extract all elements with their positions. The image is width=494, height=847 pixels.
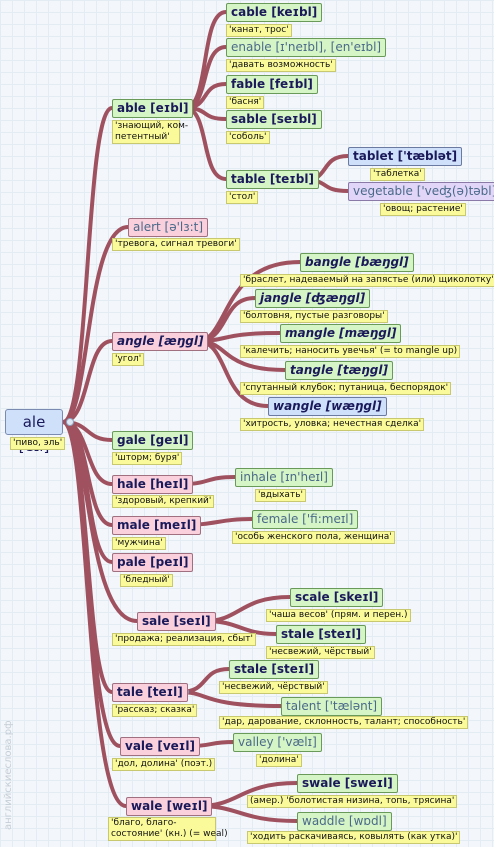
waddle-translation: 'ходить раскачиваясь, ковылять (как утка… bbox=[247, 831, 461, 844]
pale-translation: 'бледный' bbox=[120, 574, 173, 587]
mangle-translation: 'калечить; наносить увечья' (= to mangle… bbox=[240, 345, 461, 358]
hale-translation: 'здоровый, крепкий' bbox=[112, 495, 215, 508]
node-cable[interactable]: cable [keɪbl] bbox=[226, 3, 323, 22]
node-fable[interactable]: fable [feɪbl] bbox=[226, 75, 318, 94]
cable-translation: 'канат, трос' bbox=[226, 24, 292, 37]
node-alert[interactable]: alert [ə'lɜ:t] bbox=[128, 218, 209, 237]
node-female[interactable]: female ['fi:meɪl] bbox=[252, 510, 359, 529]
tangle-translation: 'спутанный клубок; путаница, беспорядок' bbox=[240, 382, 452, 395]
node-wangle[interactable]: wangle [wæŋgl] bbox=[268, 397, 387, 416]
node-jangle[interactable]: jangle [ʤæŋgl] bbox=[255, 289, 371, 308]
node-inhale[interactable]: inhale [ɪn'heɪl] bbox=[235, 468, 333, 487]
tale-translation: 'рассказ; сказка' bbox=[112, 704, 198, 717]
root-translation: 'пиво, эль' bbox=[10, 437, 66, 450]
enable-translation: 'давать возможность' bbox=[226, 59, 336, 72]
vegetable-translation: 'овощ; растение' bbox=[380, 203, 466, 216]
node-vale[interactable]: vale [veɪl] bbox=[120, 737, 200, 756]
node-tablet[interactable]: tablet ['tæblət] bbox=[348, 147, 463, 166]
male-translation: 'мужчина' bbox=[112, 537, 166, 550]
root-node[interactable]: ale [eɪl] bbox=[5, 409, 63, 455]
valley-translation: 'долина' bbox=[256, 754, 302, 767]
alert-translation: 'тревога, сигнал тревоги' bbox=[112, 238, 240, 251]
node-tale[interactable]: tale [teɪl] bbox=[112, 683, 188, 702]
node-bangle[interactable]: bangle [bæŋgl] bbox=[300, 253, 414, 272]
bangle-translation: 'браслет, надеваемый на запястье (или) щ… bbox=[240, 274, 494, 287]
swale-translation: (амер.) 'болотистая низина, топь, трясин… bbox=[247, 795, 458, 808]
jangle-translation: 'болтовня, пустые разговоры' bbox=[240, 310, 388, 323]
node-sale[interactable]: sale [seɪl] bbox=[137, 612, 216, 631]
node-stale-1[interactable]: stale [steɪl] bbox=[276, 625, 367, 644]
scale-translation: 'чаша весов' (прям. и перен.) bbox=[266, 609, 411, 622]
node-gale[interactable]: gale [geɪl] bbox=[112, 431, 194, 450]
node-mangle[interactable]: mangle [mæŋgl] bbox=[280, 324, 402, 343]
fable-translation: 'басня' bbox=[226, 96, 265, 109]
sable-translation: 'соболь' bbox=[226, 131, 270, 144]
node-vegetable[interactable]: vegetable ['veʤ(ə)təbl] bbox=[348, 182, 494, 201]
node-pale[interactable]: pale [peɪl] bbox=[112, 553, 194, 572]
node-table[interactable]: table [teɪbl] bbox=[226, 170, 319, 189]
node-talent[interactable]: talent ['tælənt] bbox=[281, 697, 383, 716]
node-scale[interactable]: scale [skeɪl] bbox=[290, 588, 384, 607]
node-angle[interactable]: angle [æŋgl] bbox=[112, 332, 209, 351]
stale-1-translation: 'несвежий, чёрствый' bbox=[266, 646, 375, 659]
node-tangle[interactable]: tangle [tæŋgl] bbox=[285, 361, 393, 380]
vale-translation: 'дол, долина' (поэт.) bbox=[112, 758, 216, 771]
table-translation: 'стол' bbox=[226, 191, 259, 204]
node-male[interactable]: male [meɪl] bbox=[112, 516, 202, 535]
able-translation: 'знающий, ком-петентный' bbox=[112, 120, 188, 144]
node-stale-2[interactable]: stale [steɪl] bbox=[229, 660, 320, 679]
angle-translation: 'угол' bbox=[112, 353, 145, 366]
site-watermark: английскиеслова.рф bbox=[3, 720, 14, 830]
node-valley[interactable]: valley ['vælɪ] bbox=[233, 733, 322, 752]
inhale-translation: 'вдыхать' bbox=[255, 489, 306, 502]
sale-translation: 'продажа; реализация, сбыт' bbox=[112, 633, 256, 646]
node-hale[interactable]: hale [heɪl] bbox=[112, 475, 194, 494]
female-translation: 'особь женского пола, женщина' bbox=[232, 531, 395, 544]
stale-2-translation: 'несвежий, чёрствый' bbox=[219, 681, 328, 694]
node-enable[interactable]: enable [ɪ'neɪbl], [en'eɪbl] bbox=[226, 38, 387, 57]
node-waddle[interactable]: waddle [wɒdl] bbox=[297, 812, 392, 831]
wangle-translation: 'хитрость, уловка; нечестная сделка' bbox=[240, 418, 425, 431]
node-swale[interactable]: swale [sweɪl] bbox=[297, 774, 398, 793]
root-knob bbox=[66, 418, 74, 426]
node-sable[interactable]: sable [seɪbl] bbox=[226, 110, 322, 129]
wale-translation: 'благо, благо-состояние' (кн.) (= weal) bbox=[108, 817, 228, 841]
node-able[interactable]: able [eɪbl] bbox=[112, 99, 194, 118]
talent-translation: 'дар, дарование, склонность, талант; спо… bbox=[219, 716, 469, 729]
tablet-translation: 'таблетка' bbox=[370, 168, 425, 181]
gale-translation: 'шторм; буря' bbox=[112, 452, 183, 465]
node-wale[interactable]: wale [weɪl] bbox=[126, 797, 213, 816]
